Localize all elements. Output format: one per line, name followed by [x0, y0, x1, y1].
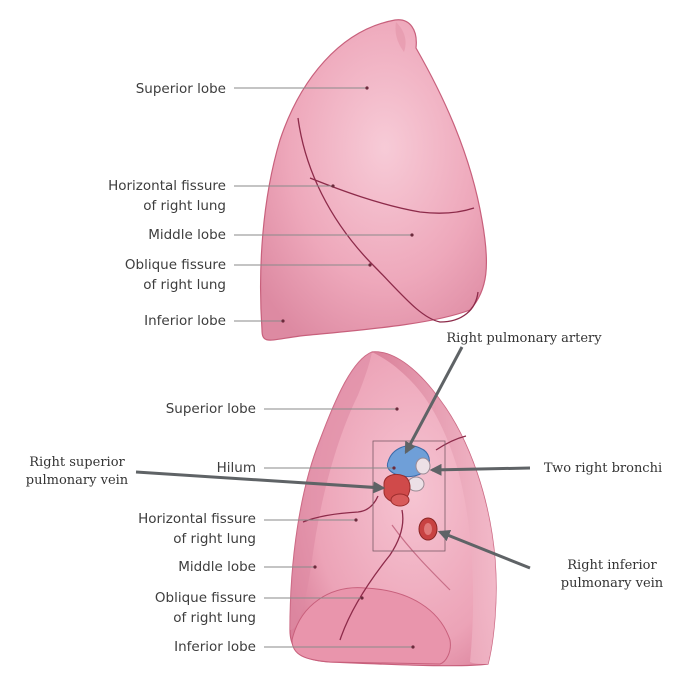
- right-superior-vein-label-2: pulmonary vein: [26, 473, 129, 488]
- medial-superior-lobe-label: Superior lobe: [166, 401, 256, 417]
- medial-middle-lobe-label: Middle lobe: [178, 559, 256, 575]
- lateral-horizontal-fissure-label-2: of right lung: [143, 198, 226, 214]
- medial-inferior-lobe-label: Inferior lobe: [174, 639, 256, 655]
- inferior-vein-lumen: [424, 523, 432, 535]
- superior-vein-shape-2: [391, 494, 409, 506]
- medial-lung: [290, 352, 496, 666]
- medial-oblique-fissure-label-2: of right lung: [173, 610, 256, 626]
- lateral-lung: [261, 20, 487, 340]
- medial-horizontal-fissure-label-1: Horizontal fissure: [138, 511, 256, 527]
- lateral-oblique-fissure-label-2: of right lung: [143, 277, 226, 293]
- lateral-lung-body: [261, 20, 487, 340]
- bronchi-arrow: [432, 468, 530, 470]
- right-pulmonary-artery-label: Right pulmonary artery: [446, 331, 602, 346]
- lateral-superior-lobe-label: Superior lobe: [136, 81, 226, 97]
- right-inferior-vein-label-1: Right inferior: [567, 558, 657, 573]
- lateral-middle-lobe-label: Middle lobe: [148, 227, 226, 243]
- right-inferior-vein-label-2: pulmonary vein: [561, 576, 664, 591]
- medial-horizontal-fissure-label-2: of right lung: [173, 531, 256, 547]
- medial-oblique-fissure-label-1: Oblique fissure: [155, 590, 256, 606]
- bronchus-1: [416, 458, 430, 474]
- lateral-inferior-lobe-label: Inferior lobe: [144, 313, 226, 329]
- two-right-bronchi-label: Two right bronchi: [544, 461, 662, 476]
- right-superior-vein-label-1: Right superior: [29, 455, 125, 470]
- lateral-oblique-fissure-label-1: Oblique fissure: [125, 257, 226, 273]
- lateral-horizontal-fissure-label-1: Horizontal fissure: [108, 178, 226, 194]
- medial-hilum-label: Hilum: [217, 460, 256, 476]
